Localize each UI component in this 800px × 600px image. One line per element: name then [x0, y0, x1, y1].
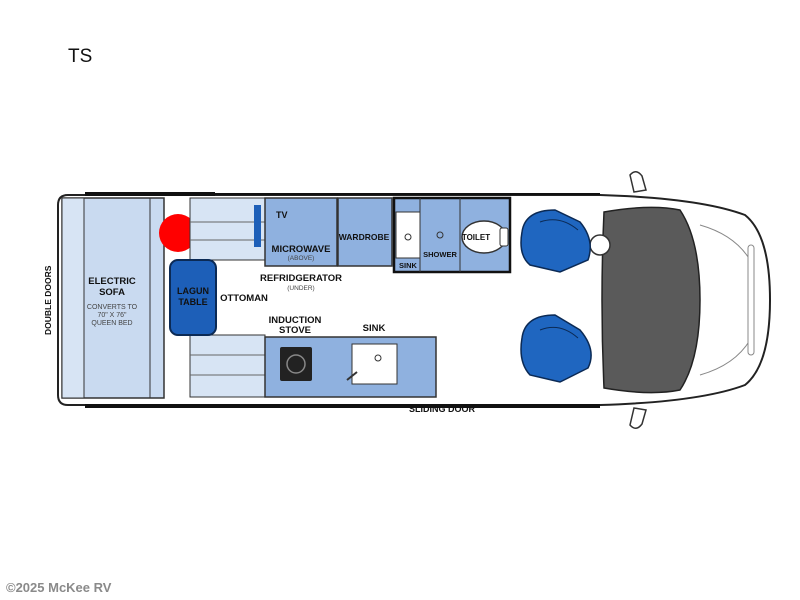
- lagun-label-2: TABLE: [178, 297, 207, 307]
- red-marker: [159, 214, 197, 252]
- wardrobe: [337, 197, 393, 267]
- dinette-bench-bottom: [189, 334, 266, 398]
- bath-sink: [395, 211, 421, 259]
- sofa-note-1: CONVERTS TO: [87, 304, 138, 311]
- mirror-bottom: [629, 407, 647, 429]
- double-doors-label: DOUBLE DOORS: [43, 265, 53, 335]
- mirror-top: [629, 171, 647, 193]
- shower-label: SHOWER: [423, 250, 457, 259]
- induction-label-2: STOVE: [279, 325, 311, 336]
- microwave-label: MICROWAVE: [272, 244, 331, 255]
- kitchen-sink: [351, 343, 398, 385]
- windshield: [601, 206, 701, 394]
- induction-stove: [280, 347, 312, 381]
- dinette-bench-top: [189, 197, 266, 261]
- sofa-note-3: QUEEN BED: [91, 320, 132, 327]
- sliding-door-label: SLIDING DOOR: [409, 404, 476, 414]
- sofa-note-2: 70" X 76": [97, 312, 127, 319]
- ottoman-label: OTTOMAN: [220, 293, 268, 304]
- induction-label-1: INDUCTION: [269, 315, 322, 326]
- tv: [254, 205, 261, 247]
- kitchen-sink-label: SINK: [363, 323, 386, 334]
- steering-wheel: [589, 234, 611, 256]
- lagun-label-1: LAGUN: [177, 286, 209, 296]
- toilet-label: TOILET: [462, 233, 490, 242]
- tv-label: TV: [276, 210, 288, 220]
- model-name: TS: [68, 46, 93, 67]
- copyright-notice: ©2025 McKee RV: [6, 580, 112, 595]
- electric-sofa-label-1: ELECTRIC: [88, 276, 136, 287]
- refrigerator-note: (UNDER): [287, 285, 314, 292]
- bath-sink-label: SINK: [399, 261, 418, 270]
- refrigerator-label: REFRIDGERATOR: [260, 273, 342, 284]
- electric-sofa-label-2: SOFA: [99, 287, 125, 298]
- passenger-seat: [520, 314, 592, 383]
- microwave-note: (ABOVE): [288, 255, 315, 262]
- wardrobe-label: WARDROBE: [339, 232, 390, 242]
- driver-seat: [520, 209, 591, 273]
- microwave-cabinet: [264, 197, 338, 267]
- lagun-table: [169, 259, 217, 336]
